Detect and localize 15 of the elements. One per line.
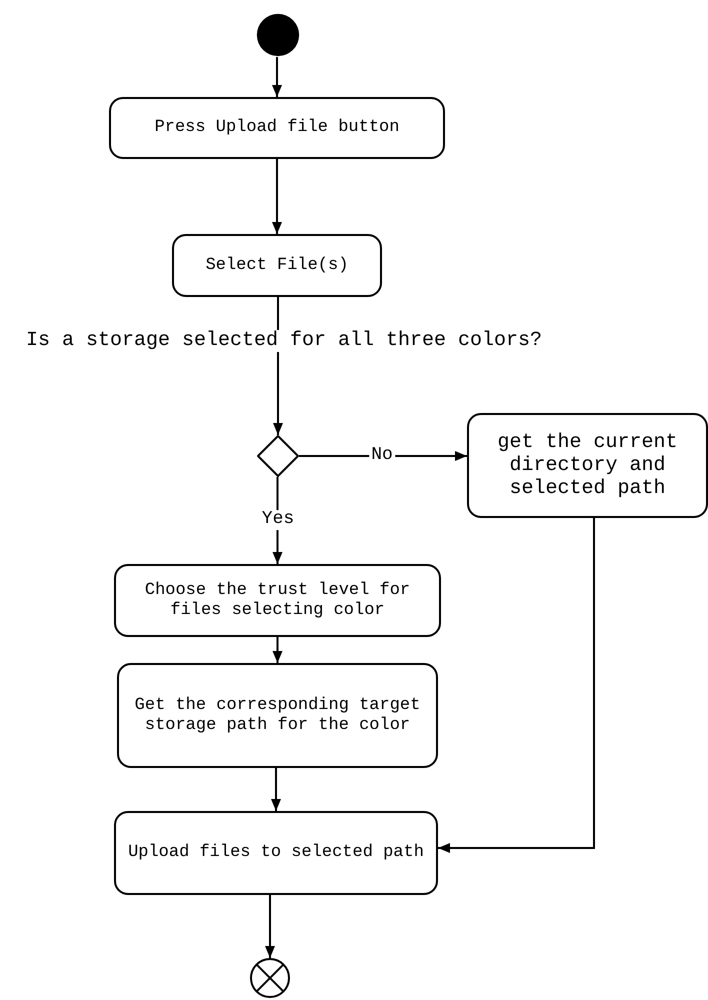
- decision-diamond: [257, 435, 299, 477]
- start-node: [256, 13, 300, 57]
- arrow: [272, 637, 282, 663]
- activity-box: Choose the trust level for files selecting color: [114, 564, 441, 637]
- activity-box: Get the corresponding target storage path for the color: [117, 663, 438, 768]
- arrow: [271, 768, 281, 811]
- end-node: [250, 958, 290, 998]
- activity-box: get the current directory and selected path: [467, 413, 708, 518]
- activity-box: Upload files to selected path: [114, 811, 438, 895]
- activity-box: Press Upload file button: [109, 97, 445, 159]
- arrow: [438, 518, 595, 853]
- arrow: [272, 57, 282, 97]
- arrow: [272, 159, 282, 234]
- arrow: [265, 895, 275, 958]
- activity-box: Select File(s): [172, 234, 382, 297]
